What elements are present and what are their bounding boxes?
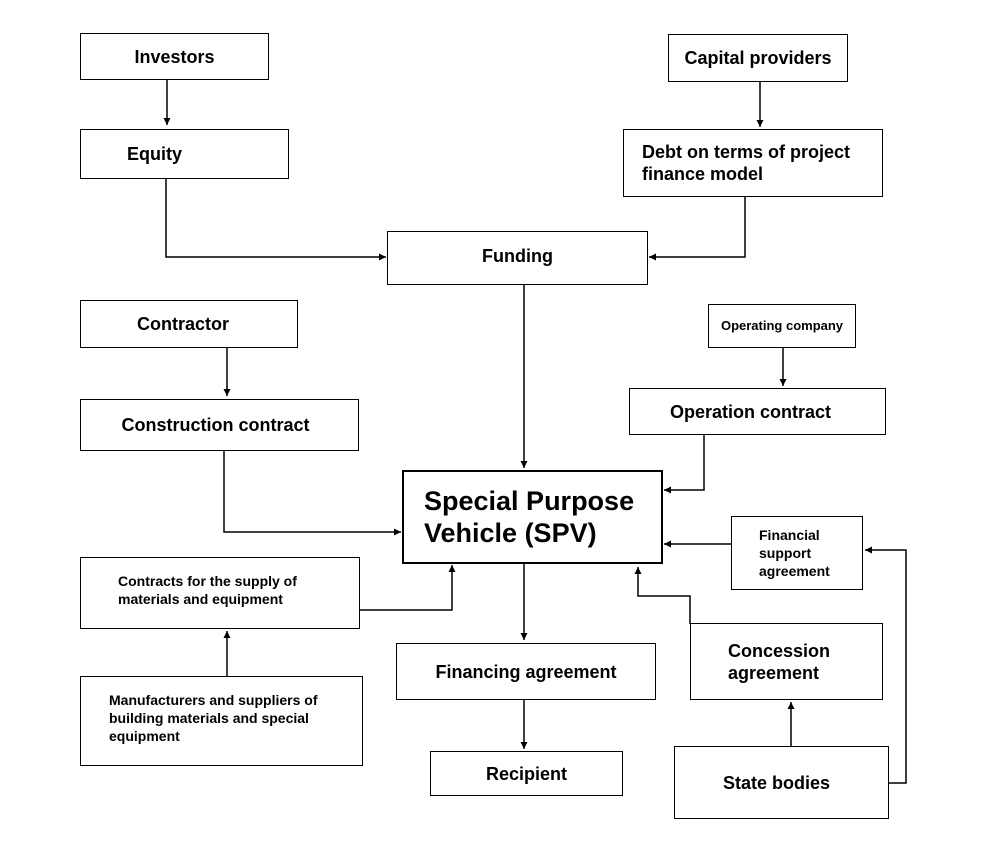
arrow-construction-to-spv — [223, 451, 401, 536]
construction-contract-label: Construction contract — [121, 415, 310, 435]
recipient-label: Recipient — [485, 763, 568, 784]
supply-contracts-box: Contracts for the supply of materials an… — [80, 557, 360, 629]
spv-label: Special Purpose Vehicle (SPV) — [424, 486, 635, 548]
arrow-debt-to-funding — [649, 197, 746, 261]
recipient-box: Recipient — [430, 751, 623, 796]
supply-contracts-label: Contracts for the supply of materials an… — [118, 573, 297, 607]
operating-company-box: Operating company — [708, 304, 856, 348]
capital-providers-label: Capital providers — [684, 48, 832, 68]
capital-providers-box: Capital providers — [668, 34, 848, 82]
arrow-concession-to-spv — [634, 567, 691, 624]
arrow-equity-to-funding — [165, 179, 386, 261]
construction-contract-box: Construction contract — [80, 399, 359, 451]
investors-box: Investors — [80, 33, 269, 80]
operating-company-label: Operating company — [720, 318, 844, 333]
operation-contract-box: Operation contract — [629, 388, 886, 435]
investors-label: Investors — [134, 46, 215, 67]
concession-agreement-box: Concession agreement — [690, 623, 883, 700]
debt-box: Debt on terms of project finance model — [623, 129, 883, 197]
funding-label: Funding — [482, 246, 553, 266]
operation-contract-label: Operation contract — [669, 401, 832, 422]
financing-agreement-box: Financing agreement — [396, 643, 656, 700]
funding-box: Funding — [387, 231, 648, 285]
contractor-box: Contractor — [80, 300, 298, 348]
spv-box: Special Purpose Vehicle (SPV) — [402, 470, 663, 564]
arrow-state-to-financial-support — [865, 546, 907, 784]
manufacturers-label: Manufacturers and suppliers of building … — [109, 692, 318, 744]
state-bodies-label: State bodies — [722, 772, 831, 793]
state-bodies-box: State bodies — [674, 746, 889, 819]
equity-label: Equity — [126, 144, 182, 164]
arrow-supply-to-spv — [359, 565, 456, 611]
manufacturers-box: Manufacturers and suppliers of building … — [80, 676, 363, 766]
financial-support-box: Financial support agreement — [731, 516, 863, 590]
contractor-label: Contractor — [136, 314, 229, 334]
financial-support-label: Financial support agreement — [759, 527, 830, 579]
concession-agreement-label: Concession agreement — [728, 640, 831, 683]
financing-agreement-label: Financing agreement — [435, 661, 617, 682]
equity-box: Equity — [80, 129, 289, 179]
debt-label: Debt on terms of project finance model — [642, 142, 851, 184]
arrow-operation-to-spv — [664, 435, 705, 494]
